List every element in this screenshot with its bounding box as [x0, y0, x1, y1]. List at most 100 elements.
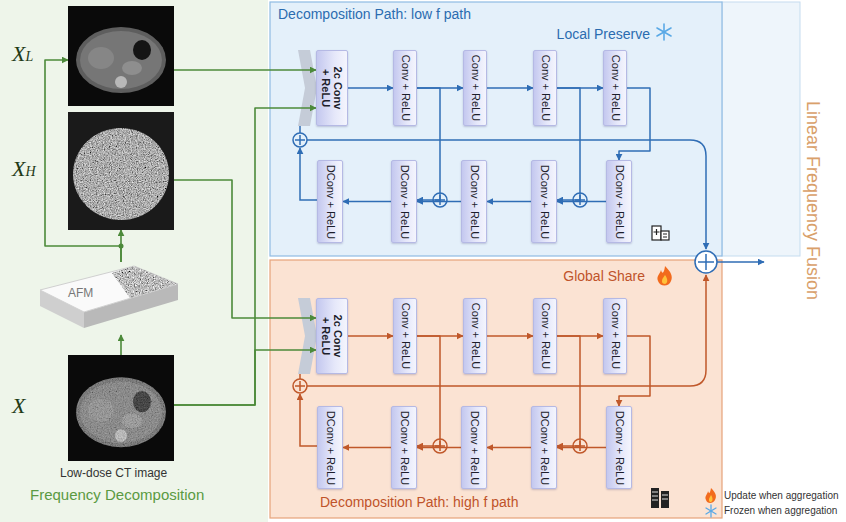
block-label: DConv + ReLU	[538, 164, 551, 238]
decor-shape	[709, 495, 713, 502]
output-wire	[300, 394, 317, 446]
high-path-wires	[293, 275, 706, 453]
afm-slab	[38, 262, 180, 335]
decor-shape	[705, 488, 716, 503]
path-role: Global Share	[563, 268, 645, 284]
conv-block: Conv + ReLU	[393, 298, 417, 374]
flow-arrow	[417, 88, 440, 200]
block-label: Conv + ReLU	[609, 303, 622, 369]
decor-shape	[657, 28, 671, 36]
decor-shape	[657, 266, 671, 286]
flow-arrow	[417, 447, 461, 449]
block-label: DConv + ReLU	[398, 410, 411, 484]
residual-wire	[299, 126, 301, 133]
fusion-sum	[695, 251, 717, 273]
ct-image: XH	[68, 112, 174, 230]
band-ground	[270, 260, 722, 518]
flow-arrow	[174, 108, 316, 405]
block-label: DConv + ReLU	[538, 410, 551, 484]
legend-snowflake-icon	[706, 505, 716, 517]
path-band: Decomposition Path: low f pathLocal Pres…	[270, 2, 722, 256]
conv-block: Conv + ReLU	[603, 298, 627, 374]
junction-dot	[119, 244, 124, 249]
deconv-block: DConv + ReLU	[317, 160, 343, 243]
block-label: DConv + ReLU	[398, 164, 411, 238]
flow-arrow	[487, 447, 531, 449]
flow-arrow	[348, 87, 393, 89]
deconv-block: DConv + ReLU	[606, 406, 632, 489]
legend-fire-icon	[705, 488, 716, 503]
decor-shape	[657, 28, 671, 36]
fusion-wire	[307, 275, 706, 386]
block-label: Conv + ReLU	[469, 55, 482, 121]
flow-arrow	[557, 88, 580, 200]
block-label: Conv + ReLU	[399, 303, 412, 369]
block-label: Conv + ReLU	[609, 55, 622, 121]
flow-arrow	[487, 335, 533, 337]
decor-shape	[76, 27, 166, 93]
module-label: AFM	[68, 286, 93, 300]
decor-shape	[663, 234, 667, 237]
server-icon	[651, 488, 669, 508]
flow-arrow	[343, 201, 391, 203]
decor-shape	[73, 128, 169, 220]
decor-shape	[122, 61, 142, 75]
conv-block: Conv + ReLU	[603, 50, 627, 126]
block-label: Conv + ReLU	[539, 55, 552, 121]
decor-shape	[80, 31, 162, 89]
conv-block: Conv + ReLU	[463, 50, 487, 126]
decor-shape	[652, 492, 668, 500]
block-label: DConv + ReLU	[324, 410, 337, 484]
afm-module: AFM	[38, 262, 180, 335]
flow-arrow	[417, 201, 461, 203]
decor-shape	[661, 231, 669, 240]
block-label: DConv + ReLU	[468, 410, 481, 484]
image-symbol: X	[12, 394, 25, 421]
decor-shape	[652, 226, 661, 240]
decor-shape	[76, 377, 166, 447]
input-chevron	[298, 50, 317, 126]
path-extension	[722, 2, 800, 256]
deconv-block: DConv + ReLU	[461, 160, 487, 243]
flow-arrow	[417, 336, 440, 446]
flow-arrow	[487, 201, 531, 203]
deconv-block: DConv + ReLU	[391, 160, 417, 243]
block-label: Conv + ReLU	[539, 303, 552, 369]
image-symbol: XH	[12, 157, 36, 184]
decor-shape	[133, 40, 151, 60]
deconv-block: DConv + ReLU	[391, 406, 417, 489]
sum-plus	[295, 135, 305, 145]
hospital-icon	[652, 226, 669, 240]
ct-image: XL	[68, 6, 174, 106]
conv-block: Conv + ReLU	[533, 50, 557, 126]
ct-slice	[68, 355, 174, 461]
decor-shape	[651, 488, 659, 508]
image-caption: Low-dose CT image	[60, 466, 167, 480]
decor-shape	[40, 266, 178, 312]
flow-arrow	[174, 180, 316, 318]
decor-shape	[706, 508, 716, 514]
block-label: Conv + ReLU	[399, 55, 412, 121]
noise-slice	[68, 112, 174, 230]
block-label: DConv + ReLU	[324, 164, 337, 238]
fire-icon	[657, 266, 671, 286]
block-label: 2c Conv + ReLU	[320, 64, 344, 112]
legend-text: Frozen when aggregation	[724, 505, 837, 517]
fusion-wire	[307, 140, 706, 249]
flow-arrow	[557, 336, 580, 446]
decor-shape	[115, 76, 127, 88]
legend-text: Update when aggregation	[724, 490, 839, 502]
band-layer	[270, 2, 722, 518]
flow-arrow	[120, 335, 122, 355]
path-role: Local Preserve	[557, 26, 650, 42]
image-symbol: XL	[12, 42, 33, 69]
sum-plus	[295, 381, 305, 391]
path-title: Decomposition Path: low f path	[278, 6, 471, 22]
path-title: Decomposition Path: high f path	[320, 494, 518, 510]
flow-arrow	[487, 87, 533, 89]
decor-shape	[654, 229, 660, 235]
stage-title: Linear Frequency Fusion	[802, 101, 823, 300]
decor-shape	[68, 6, 174, 106]
decor-shape	[112, 266, 178, 298]
